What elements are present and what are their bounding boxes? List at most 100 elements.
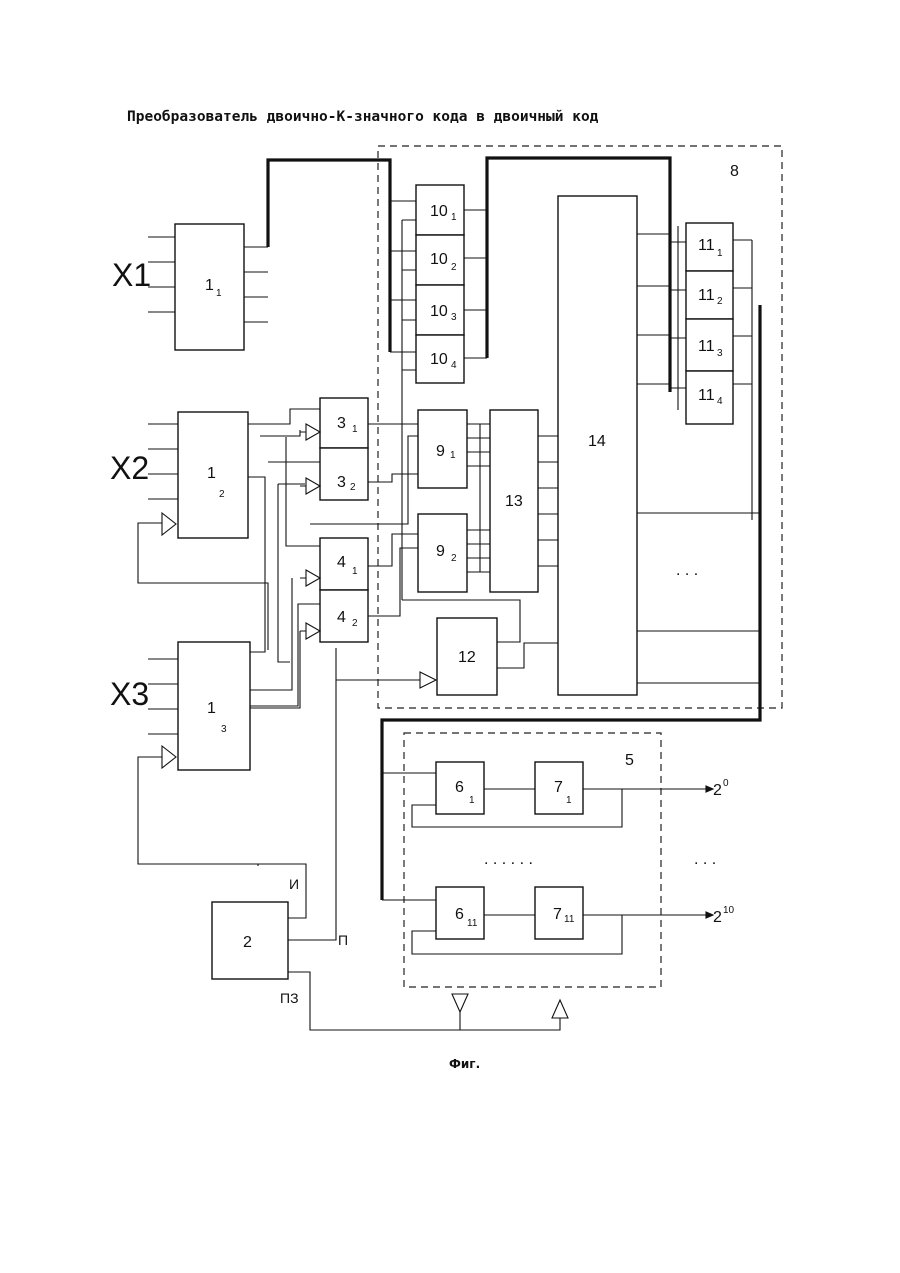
block-12-label: 12 <box>458 649 476 666</box>
output-2-0: 2 0 <box>713 778 729 799</box>
block-11-3-sub: 3 <box>717 348 723 359</box>
block-10-3-label: 10 <box>430 303 448 320</box>
output-2-10: 2 10 <box>713 905 735 926</box>
block-11-3: 11 3 <box>686 319 733 371</box>
block-3-2: 3 2 <box>320 448 368 500</box>
signal-i-label: И <box>289 876 299 892</box>
block-7-1: 7 1 <box>535 762 583 814</box>
triangle-icon <box>306 424 320 440</box>
block-6-11-sub: 11 <box>467 918 478 929</box>
input-x2-label: X2 <box>110 450 149 486</box>
block-3-1-label: 3 <box>337 415 346 432</box>
block-1-3-sub: 3 <box>221 724 227 735</box>
block-11-2-sub: 2 <box>717 296 723 307</box>
block-2-label: 2 <box>243 934 252 951</box>
block-10-4-label: 10 <box>430 351 448 368</box>
triangle-up-icon <box>552 1000 568 1018</box>
figure-caption: Фиг. <box>449 1057 480 1071</box>
block-10-2-label: 10 <box>430 251 448 268</box>
outputs-ellipsis: . . . <box>694 851 716 868</box>
input-x3-label: X3 <box>110 676 149 712</box>
block-11-1: 11 1 <box>686 223 733 271</box>
input-x1-label: X1 <box>112 257 151 293</box>
block-9-2-sub: 2 <box>451 553 457 564</box>
block-10-4: 10 4 <box>416 335 464 383</box>
block-3-1: 3 1 <box>320 398 368 448</box>
block-10-3: 10 3 <box>416 285 464 335</box>
block-6-1-label: 6 <box>455 779 464 796</box>
block-11-1-label: 11 <box>698 237 715 254</box>
block-10-1-sub: 1 <box>451 212 457 223</box>
block-7-1-sub: 1 <box>566 795 572 806</box>
block-11-1-sub: 1 <box>717 248 723 259</box>
block-10-4-sub: 4 <box>451 360 457 371</box>
block-4-1: 4 1 <box>320 538 368 590</box>
block-7-11: 7 11 <box>535 887 583 939</box>
block-2: 2 <box>212 902 288 979</box>
output-2-10-base: 2 <box>713 909 722 926</box>
block-10-3-sub: 3 <box>451 312 457 323</box>
block-3-1-sub: 1 <box>352 424 358 435</box>
block-13: 13 <box>490 410 538 592</box>
block-9-2: 9 2 <box>418 514 467 592</box>
triangle-icon <box>162 746 176 768</box>
output-2-0-base: 2 <box>713 782 722 799</box>
block-1-1: 1 1 <box>175 224 244 350</box>
triangle-icon <box>306 623 320 639</box>
signal-p-label: П <box>338 932 348 948</box>
block-1-2: 1 2 <box>178 412 248 538</box>
block-14-label: 14 <box>588 433 606 450</box>
triangle-icon <box>420 672 436 688</box>
triangle-icon <box>306 570 320 586</box>
block-6-11: 6 11 <box>436 887 484 939</box>
block-9-1-label: 9 <box>436 443 445 460</box>
block-10-1: 10 1 <box>416 185 464 235</box>
block-1-2-label: 1 <box>207 465 216 482</box>
block-6-1: 6 1 <box>436 762 484 814</box>
block-13-label: 13 <box>505 493 523 510</box>
block-1-1-label: 1 <box>205 277 214 294</box>
block-7-11-sub: 11 <box>564 914 575 925</box>
block-10-2: 10 2 <box>416 235 464 285</box>
diagram-title: Преобразователь двоично-К-значного кода … <box>127 109 599 125</box>
block-1-3: 1 3 <box>178 642 250 770</box>
block-12: 12 <box>437 618 497 695</box>
block-9-1-sub: 1 <box>450 450 456 461</box>
block-11-4-label: 11 <box>698 387 715 404</box>
block-3-2-label: 3 <box>337 474 346 491</box>
block-11-3-label: 11 <box>698 338 715 355</box>
block-7-11-label: 7 <box>553 906 562 923</box>
block-1-2-sub: 2 <box>219 489 225 500</box>
block-4-1-label: 4 <box>337 554 346 571</box>
block-1-3-label: 1 <box>207 700 216 717</box>
triangle-down-icon <box>452 994 468 1012</box>
signal-pz-label: ПЗ <box>280 990 299 1006</box>
block-7-1-label: 7 <box>554 779 563 796</box>
output-2-10-exp: 10 <box>723 905 735 916</box>
block-3-2-sub: 2 <box>350 482 356 493</box>
block-11-4-sub: 4 <box>717 396 723 407</box>
group-8-label: 8 <box>730 163 739 180</box>
block-10-2-sub: 2 <box>451 262 457 273</box>
block-11-2-label: 11 <box>698 287 715 304</box>
block-6-1-sub: 1 <box>469 795 475 806</box>
block-4-2: 4 2 <box>320 590 368 642</box>
triangle-icon <box>306 478 320 494</box>
block-9-2-label: 9 <box>436 543 445 560</box>
block-5-ellipsis: . . . . . . <box>484 851 533 868</box>
output-arrow-2-10 <box>706 912 713 918</box>
block-6-11-label: 6 <box>455 906 464 923</box>
block-14-ellipsis: . . . <box>676 562 698 579</box>
block-10-1-label: 10 <box>430 203 448 220</box>
output-arrow-2-0 <box>706 786 713 792</box>
block-11-2: 11 2 <box>686 271 733 319</box>
block-4-2-sub: 2 <box>352 618 358 629</box>
block-9-1: 9 1 <box>418 410 467 488</box>
group-5-label: 5 <box>625 752 634 769</box>
block-1-1-sub: 1 <box>216 288 222 299</box>
block-4-2-label: 4 <box>337 609 346 626</box>
triangle-icon <box>162 513 176 535</box>
block-14: 14 <box>558 196 637 695</box>
output-2-0-exp: 0 <box>723 778 729 789</box>
